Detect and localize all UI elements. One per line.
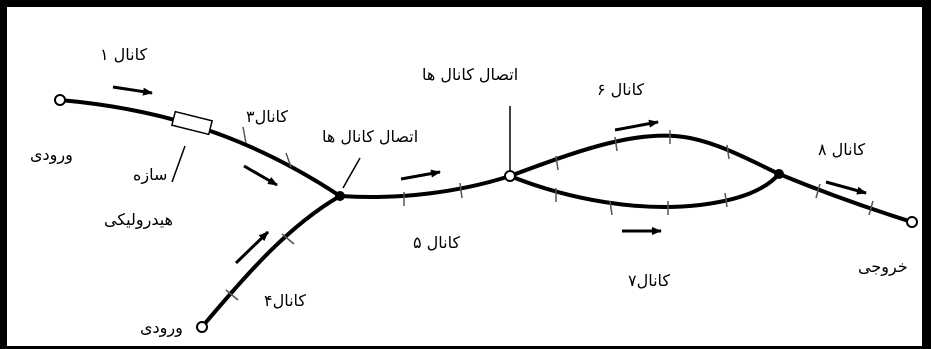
structure-label-line1: سازه [133, 165, 167, 185]
structure-label-line2: هیدرولیکی [104, 210, 173, 230]
channel-1-label: کانال ۱ [100, 45, 148, 64]
structure-pointer-line [171, 145, 186, 183]
channel-4-line [200, 194, 342, 329]
channel-6-line [509, 133, 780, 178]
channel-1-3-line [59, 98, 342, 198]
channel-7-label: کانال۷ [628, 271, 670, 290]
junction-2-label: اتصال کانال ها [422, 65, 518, 84]
flow-arrow-channel-4 [234, 230, 270, 265]
flow-arrow-channel-6 [614, 119, 659, 132]
hydraulic-structure-box [170, 110, 214, 136]
junction-1-pointer-line [342, 157, 361, 189]
flow-arrow-channel-1 [112, 85, 153, 96]
flow-arrows [112, 85, 867, 265]
channel-tick-marks [225, 126, 874, 301]
junction-1-node [335, 191, 345, 201]
junction-3-node [774, 169, 784, 179]
inlet-1-label: ورودی [30, 145, 73, 165]
channel-5-line [339, 174, 511, 199]
flow-arrow-channel-8 [825, 180, 867, 195]
inlet-1-node [54, 94, 66, 106]
junction-2-node [504, 170, 516, 182]
inlet-2-label: ورودی [140, 318, 183, 338]
channel-7-line [509, 172, 781, 209]
inlet-2-node [196, 321, 208, 333]
channel-6-label: کانال ۶ [597, 80, 645, 99]
flow-arrow-channel-5 [400, 169, 441, 181]
outlet-label: خروجی [858, 257, 908, 277]
channel-4-label: کانال۴ [264, 291, 306, 310]
junction-1-label: اتصال کانال ها [322, 127, 418, 146]
outlet-node [906, 216, 918, 228]
channel-3-label: کانال۳ [246, 107, 288, 126]
flow-arrow-channel-3 [243, 164, 278, 187]
channel-5-label: کانال ۵ [413, 233, 461, 252]
channel-8-label: کانال ۸ [818, 140, 866, 159]
channel-8-line [778, 172, 913, 224]
